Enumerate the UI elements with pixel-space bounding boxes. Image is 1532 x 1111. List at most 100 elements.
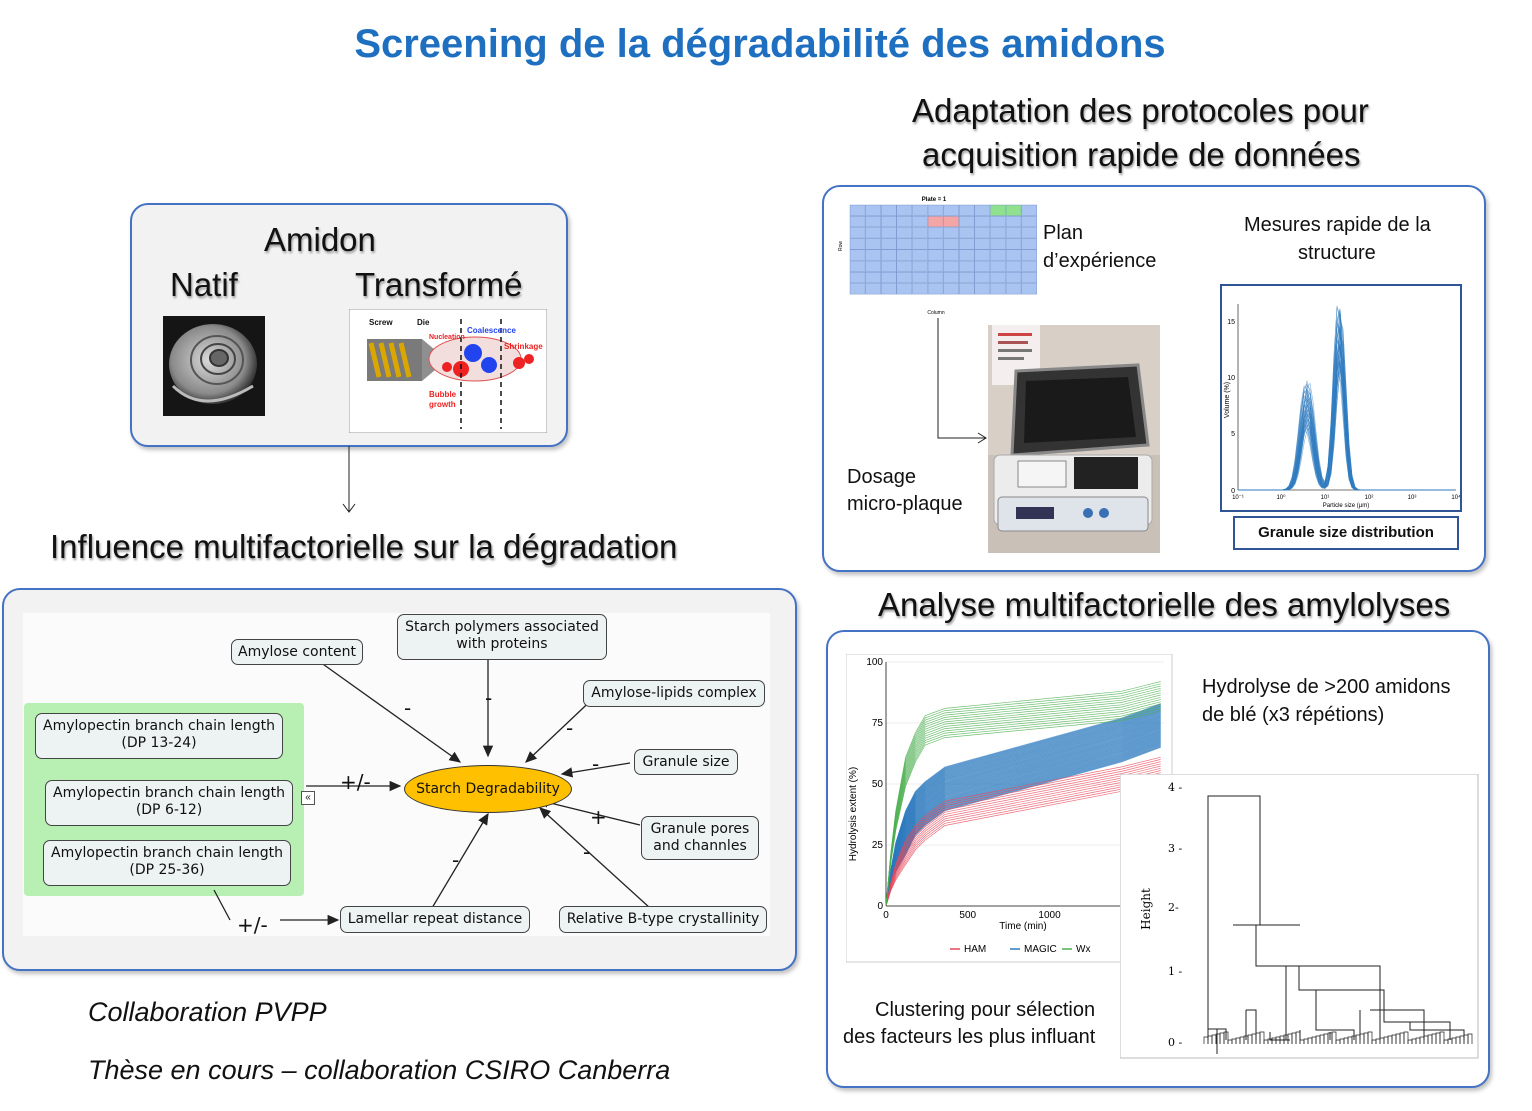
plate-well	[896, 283, 913, 295]
page-title: Screening de la dégradabilité des amidon…	[354, 22, 1166, 66]
amylopectin-dp25-line1: Amylopectin branch chain length	[51, 845, 283, 861]
plate-well	[849, 271, 866, 284]
plate-well	[849, 283, 866, 295]
dosage-line1: Dosage	[847, 466, 916, 488]
starch-degradability-node: Starch Degradability	[404, 765, 572, 813]
amylopectin-dp6-node: Amylopectin branch chain length (DP 6-12…	[45, 780, 293, 826]
plate-layout-image: Plate = 1 Column Row	[836, 193, 1040, 317]
hydrolysis-ytick: 25	[872, 840, 884, 851]
hydrolysis-ytick: 100	[866, 657, 883, 668]
hydrolysis-series-ham	[885, 781, 1161, 907]
hydrolysis-xtick: 500	[959, 910, 976, 921]
sign-lamellar: -	[452, 848, 460, 872]
plate-well	[1021, 260, 1037, 272]
dendrogram-ytick-2: 2-	[1168, 901, 1179, 914]
plate-well	[990, 238, 1006, 250]
hydrolysis-xtick: 0	[883, 910, 889, 921]
plate-well	[990, 271, 1006, 284]
plate-well	[958, 249, 975, 261]
plate-well	[1021, 249, 1037, 261]
plate-well	[927, 271, 944, 284]
plate-well	[849, 238, 866, 250]
plate-well	[958, 216, 975, 228]
hydrolysis-chart: 0255075100050010001500 Hydrolysis extent…	[846, 654, 1173, 963]
amylopectin-dp6-line2: (DP 6-12)	[135, 802, 203, 818]
plate-well	[865, 204, 881, 216]
plate-well	[912, 271, 928, 284]
plate-well	[896, 238, 913, 250]
plate-well	[927, 238, 944, 250]
starch-polymers-line1: Starch polymers associated	[405, 619, 599, 635]
die-label: Die	[417, 318, 430, 327]
plate-xlabel: Column	[927, 310, 944, 316]
plate-well	[881, 283, 897, 295]
bubble-label-1: Bubble	[429, 390, 457, 399]
plate-well	[865, 249, 881, 261]
plate-well	[1005, 216, 1022, 228]
plate-well	[849, 216, 866, 228]
plate-well	[881, 216, 897, 228]
plate-well	[1021, 283, 1037, 295]
collaboration-csiro: Thèse en cours – collaboration CSIRO Can…	[88, 1055, 671, 1085]
amylose-lipids-node: Amylose-lipids complex	[583, 680, 765, 707]
plan-line1: Plan	[1043, 222, 1084, 244]
plate-well	[974, 260, 991, 272]
plate-well	[974, 238, 991, 250]
plate-well	[958, 283, 975, 295]
dendrogram-ylabel: Height	[1139, 888, 1153, 930]
plate-well	[1021, 227, 1037, 239]
hydrolysis-xtick: 1000	[1038, 910, 1061, 921]
hydrolysis-ylabel: Hydrolysis extent (%)	[848, 767, 859, 861]
extrusion-diagram: Screw Die Nucleation Coalescence Shrinka…	[349, 309, 547, 433]
sign-amylose: -	[404, 696, 412, 720]
plate-well	[912, 260, 928, 272]
granule-ytick-3: 15	[1227, 319, 1235, 326]
hydrolysis-series-magic	[885, 703, 1161, 907]
granule-ytick-0: 0	[1231, 488, 1235, 495]
starch-polymers-line2: with proteins	[456, 636, 548, 652]
plate-well	[958, 271, 975, 284]
hydrolysis-xlabel: Time (min)	[999, 921, 1046, 932]
clustering-line2: des facteurs les plus influant	[843, 1026, 1096, 1048]
plate-well	[990, 204, 1006, 216]
dendrogram-chart: Height 0 - 1 - 2- 3 - 4 -	[1120, 774, 1479, 1059]
granule-pores-node: Granule pores and channles	[641, 816, 759, 860]
plate-well	[865, 271, 881, 284]
plate-well	[943, 249, 959, 261]
starch-polymers-node: Starch polymers associated with proteins	[397, 614, 607, 660]
mesures-line1: Mesures rapide de la	[1244, 214, 1431, 236]
collapse-icon[interactable]: «	[301, 791, 315, 805]
mesures-line2: structure	[1298, 242, 1376, 264]
plate-well	[1021, 238, 1037, 250]
plate-well	[865, 260, 881, 272]
hydrolyse-line2: de blé (x3 répétions)	[1202, 704, 1385, 726]
native-granule-image	[163, 316, 265, 416]
legend-label-ham: HAM	[964, 944, 986, 955]
lamellar-node: Lamellar repeat distance	[340, 906, 530, 933]
plate-well	[1005, 227, 1022, 239]
plate-well	[1021, 271, 1037, 284]
dendrogram-leaf	[1367, 1031, 1373, 1044]
plan-to-plate-arrow	[937, 318, 987, 444]
bubble-label-2: growth	[429, 400, 456, 409]
dendrogram-leaf	[1403, 1031, 1409, 1044]
plate-well	[865, 238, 881, 250]
plate-well	[896, 227, 913, 239]
dendrogram-ytick-0: 0 -	[1168, 1036, 1182, 1049]
plate-well	[943, 260, 959, 272]
shrinkage-label: Shrinkage	[504, 342, 543, 351]
dendrogram-leaf	[1223, 1031, 1229, 1044]
plate-well	[974, 249, 991, 261]
plate-well	[974, 227, 991, 239]
plate-well	[912, 283, 928, 295]
dendrogram-ytick-4: 4 -	[1168, 781, 1182, 794]
granule-xlabel: Particle size (µm)	[1323, 503, 1369, 509]
plate-title: Plate = 1	[922, 197, 947, 203]
heading-adaptation-line1: Adaptation des protocoles pour	[912, 92, 1369, 129]
dendrogram-leaf	[1467, 1033, 1473, 1044]
collaboration-pvpp: Collaboration PVPP	[88, 997, 327, 1027]
sign-lipids: -	[566, 716, 574, 740]
plate-well	[927, 227, 944, 239]
plate-well	[881, 271, 897, 284]
dendrogram-leaf	[1259, 1031, 1265, 1044]
